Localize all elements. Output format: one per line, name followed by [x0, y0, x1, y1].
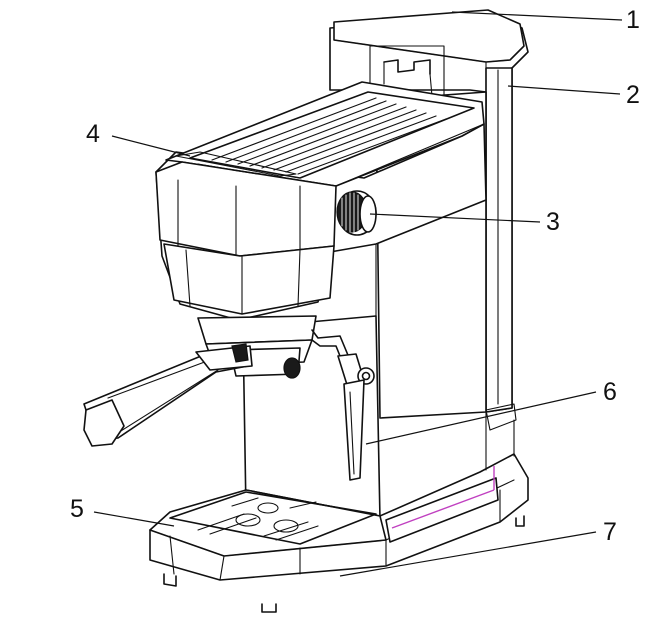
- callout-1: 1: [626, 6, 640, 34]
- callout-7: 7: [603, 518, 617, 546]
- steam-knob: [336, 190, 377, 236]
- callout-3: 3: [546, 208, 560, 236]
- portafilter: [83, 315, 317, 447]
- base: [149, 403, 529, 613]
- callout-labels: 1 2 3 4 5 6 7: [70, 6, 640, 546]
- callout-4: 4: [86, 120, 100, 148]
- water-tank: [329, 9, 529, 413]
- steam-wand: [311, 329, 375, 481]
- callout-5: 5: [70, 495, 84, 523]
- callout-6: 6: [603, 378, 617, 406]
- callout-2: 2: [626, 81, 640, 109]
- cup-warmer-grille: [189, 91, 475, 179]
- leader-lines: [93, 11, 623, 577]
